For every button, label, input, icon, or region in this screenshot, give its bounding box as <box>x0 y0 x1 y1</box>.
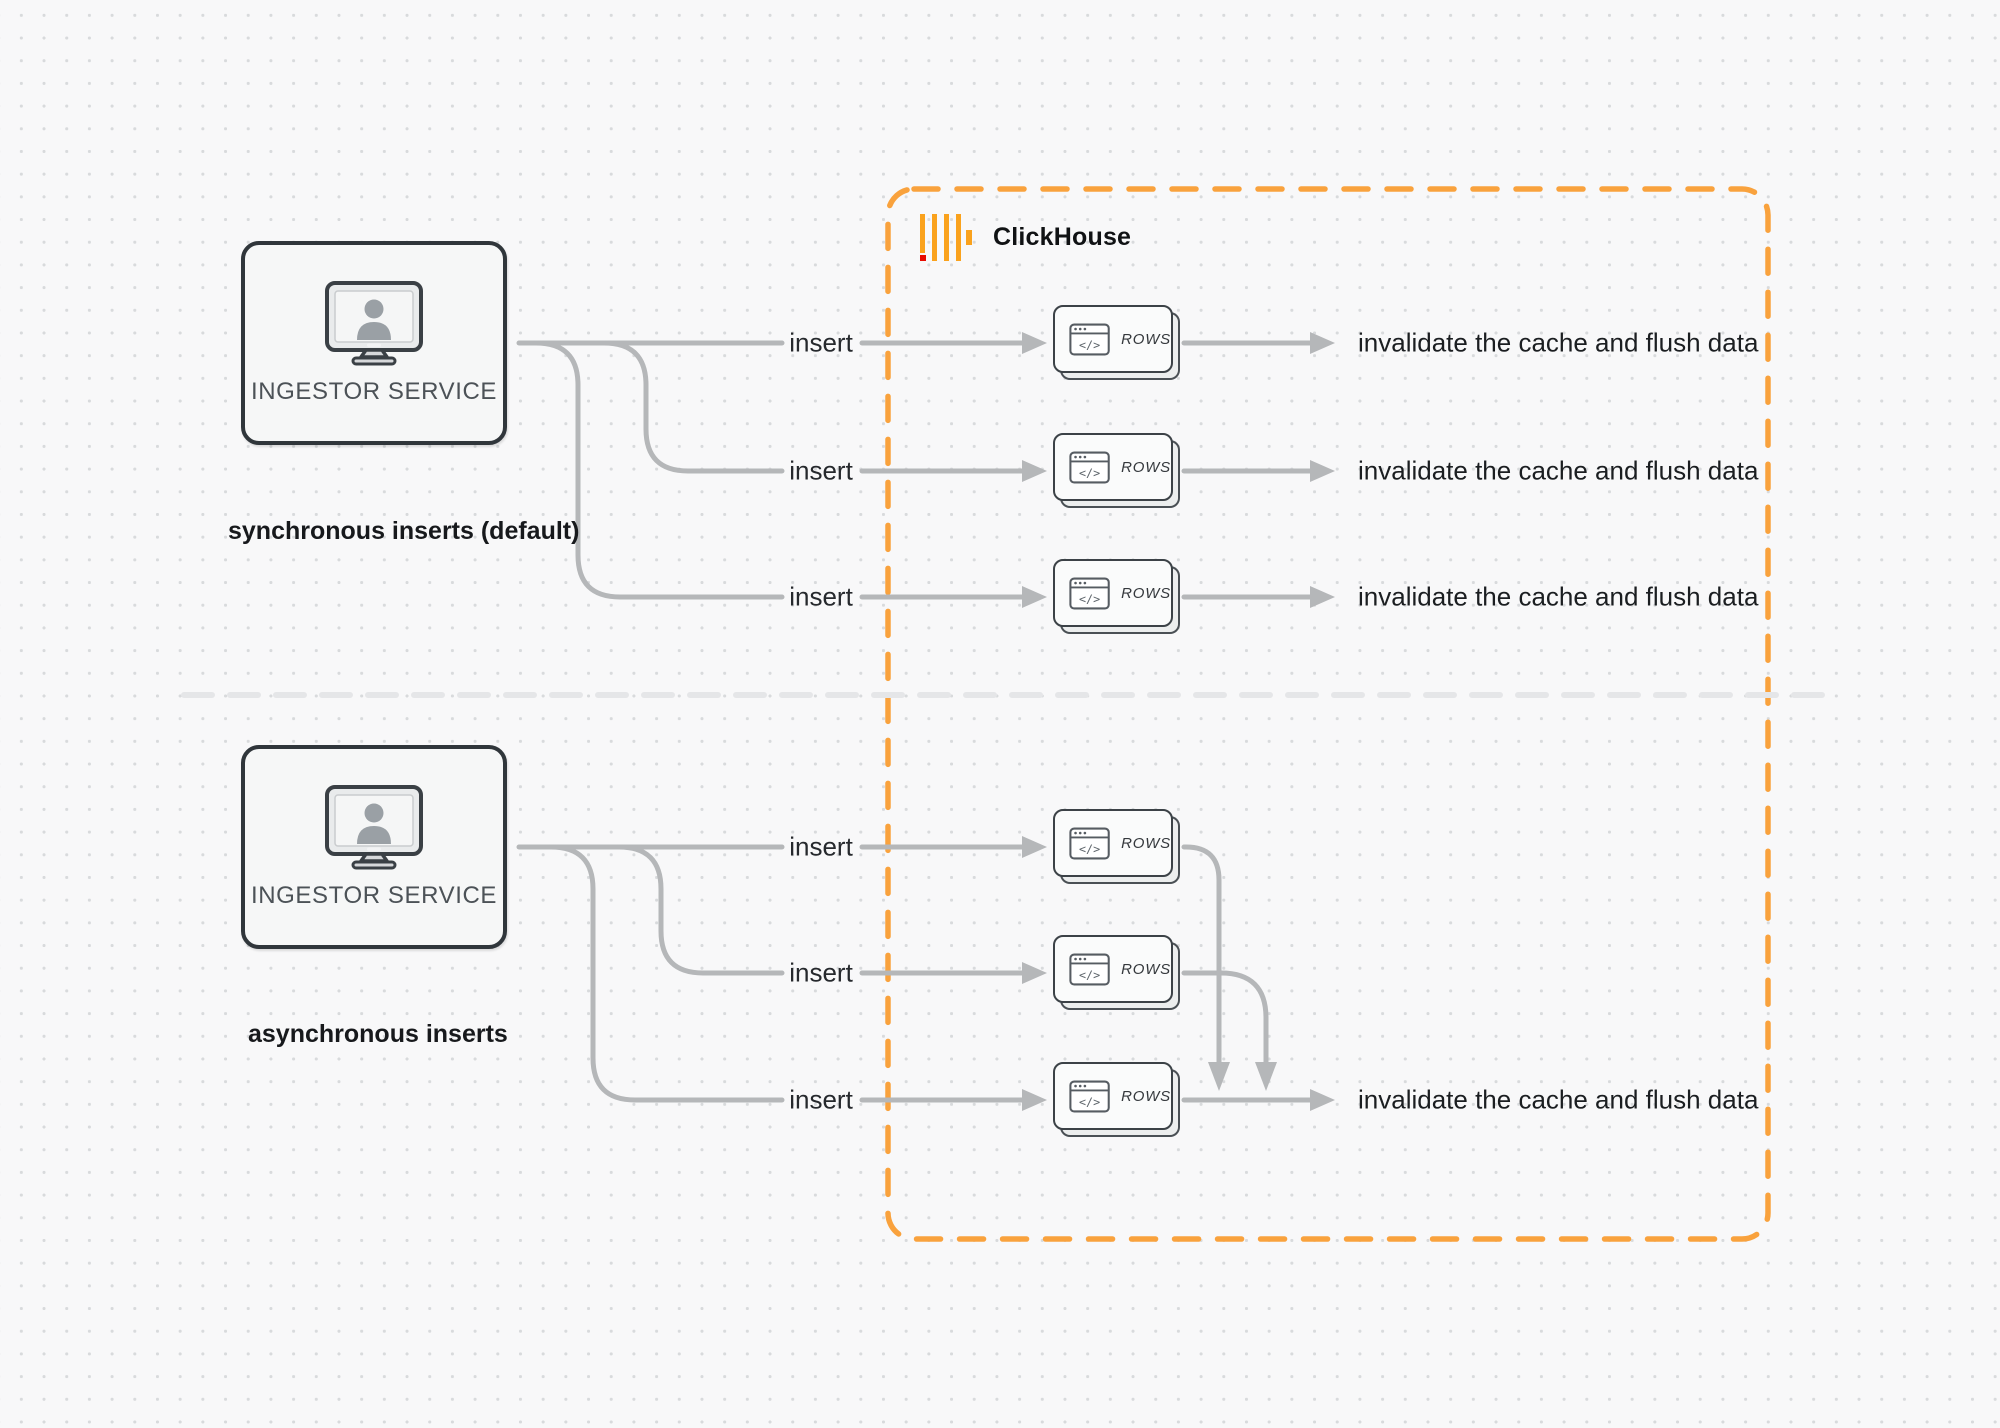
result-label: invalidate the cache and flush data <box>1358 1084 1759 1115</box>
arrowhead-icon <box>1022 836 1047 858</box>
arrowhead-icon <box>1022 460 1047 482</box>
rows-label: ROWS <box>1121 834 1171 852</box>
browser-window-icon: </> <box>1069 953 1110 985</box>
browser-window-icon: </> <box>1069 451 1110 483</box>
async-caption: asynchronous inserts <box>248 1020 508 1048</box>
connector-sync-row3 <box>533 340 785 600</box>
browser-window-icon: </> <box>1069 827 1110 859</box>
insert-label: insert <box>789 581 853 612</box>
ingestor-service-sync: INGESTOR SERVICE <box>241 241 507 445</box>
rows-card-async-3: </> ROWS <box>1053 1062 1173 1130</box>
browser-window-icon: </> <box>1069 577 1110 609</box>
ingestor-service-label: INGESTOR SERVICE <box>250 882 498 909</box>
rows-card-sync-1: </> ROWS <box>1053 305 1173 373</box>
rows-label: ROWS <box>1121 1087 1171 1105</box>
code-glyph: </> <box>1079 967 1100 981</box>
arrowhead-icon <box>1022 962 1047 984</box>
code-glyph: </> <box>1079 591 1100 605</box>
insert-label: insert <box>789 831 853 862</box>
ingestor-monitor-icon <box>325 785 423 870</box>
arrowhead-icon <box>1022 332 1047 354</box>
browser-window-icon: </> <box>1069 1080 1110 1112</box>
arrowhead-icon <box>1310 332 1335 354</box>
arrowhead-icon <box>1310 586 1335 608</box>
rows-card-async-2: </> ROWS <box>1053 935 1173 1003</box>
clickhouse-label: ClickHouse <box>993 223 1132 251</box>
ingestor-monitor-icon <box>325 281 423 366</box>
result-label: invalidate the cache and flush data <box>1358 581 1759 612</box>
arrowhead-icon <box>1310 1089 1335 1111</box>
clickhouse-dashed-box <box>885 186 1771 1242</box>
rows-card-async-1: </> ROWS <box>1053 809 1173 877</box>
arrowhead-icon <box>1310 460 1335 482</box>
arrowhead-down-icon <box>1208 1062 1230 1091</box>
ingestor-service-label: INGESTOR SERVICE <box>250 378 498 405</box>
sync-caption: synchronous inserts (default) <box>228 517 580 545</box>
insert-label: insert <box>789 455 853 486</box>
connector-async-merge-2 <box>1181 970 1269 1065</box>
clickhouse-header: ClickHouse <box>920 214 1131 261</box>
browser-window-icon: </> <box>1069 323 1110 355</box>
rows-label: ROWS <box>1121 960 1171 978</box>
connector-async-row2 <box>616 844 785 976</box>
clickhouse-logo-icon <box>920 214 972 261</box>
connector-async-row3 <box>548 844 785 1103</box>
insert-label: insert <box>789 957 853 988</box>
arrowhead-icon <box>1022 586 1047 608</box>
rows-label: ROWS <box>1121 330 1171 348</box>
rows-card-sync-3: </> ROWS <box>1053 559 1173 627</box>
result-label: invalidate the cache and flush data <box>1358 455 1759 486</box>
code-glyph: </> <box>1079 337 1100 351</box>
rows-label: ROWS <box>1121 584 1171 602</box>
arrowhead-down-icon <box>1255 1062 1277 1091</box>
insert-label: insert <box>789 1084 853 1115</box>
ingestor-service-async: INGESTOR SERVICE <box>241 745 507 949</box>
rows-label: ROWS <box>1121 458 1171 476</box>
connector-sync-row2 <box>601 340 785 474</box>
result-label: invalidate the cache and flush data <box>1358 327 1759 358</box>
rows-card-sync-2: </> ROWS <box>1053 433 1173 501</box>
code-glyph: </> <box>1079 1094 1100 1108</box>
connector-async-merge-1 <box>1181 844 1222 1065</box>
insert-label: insert <box>789 327 853 358</box>
arrowhead-icon <box>1022 1089 1047 1111</box>
code-glyph: </> <box>1079 465 1100 479</box>
code-glyph: </> <box>1079 841 1100 855</box>
